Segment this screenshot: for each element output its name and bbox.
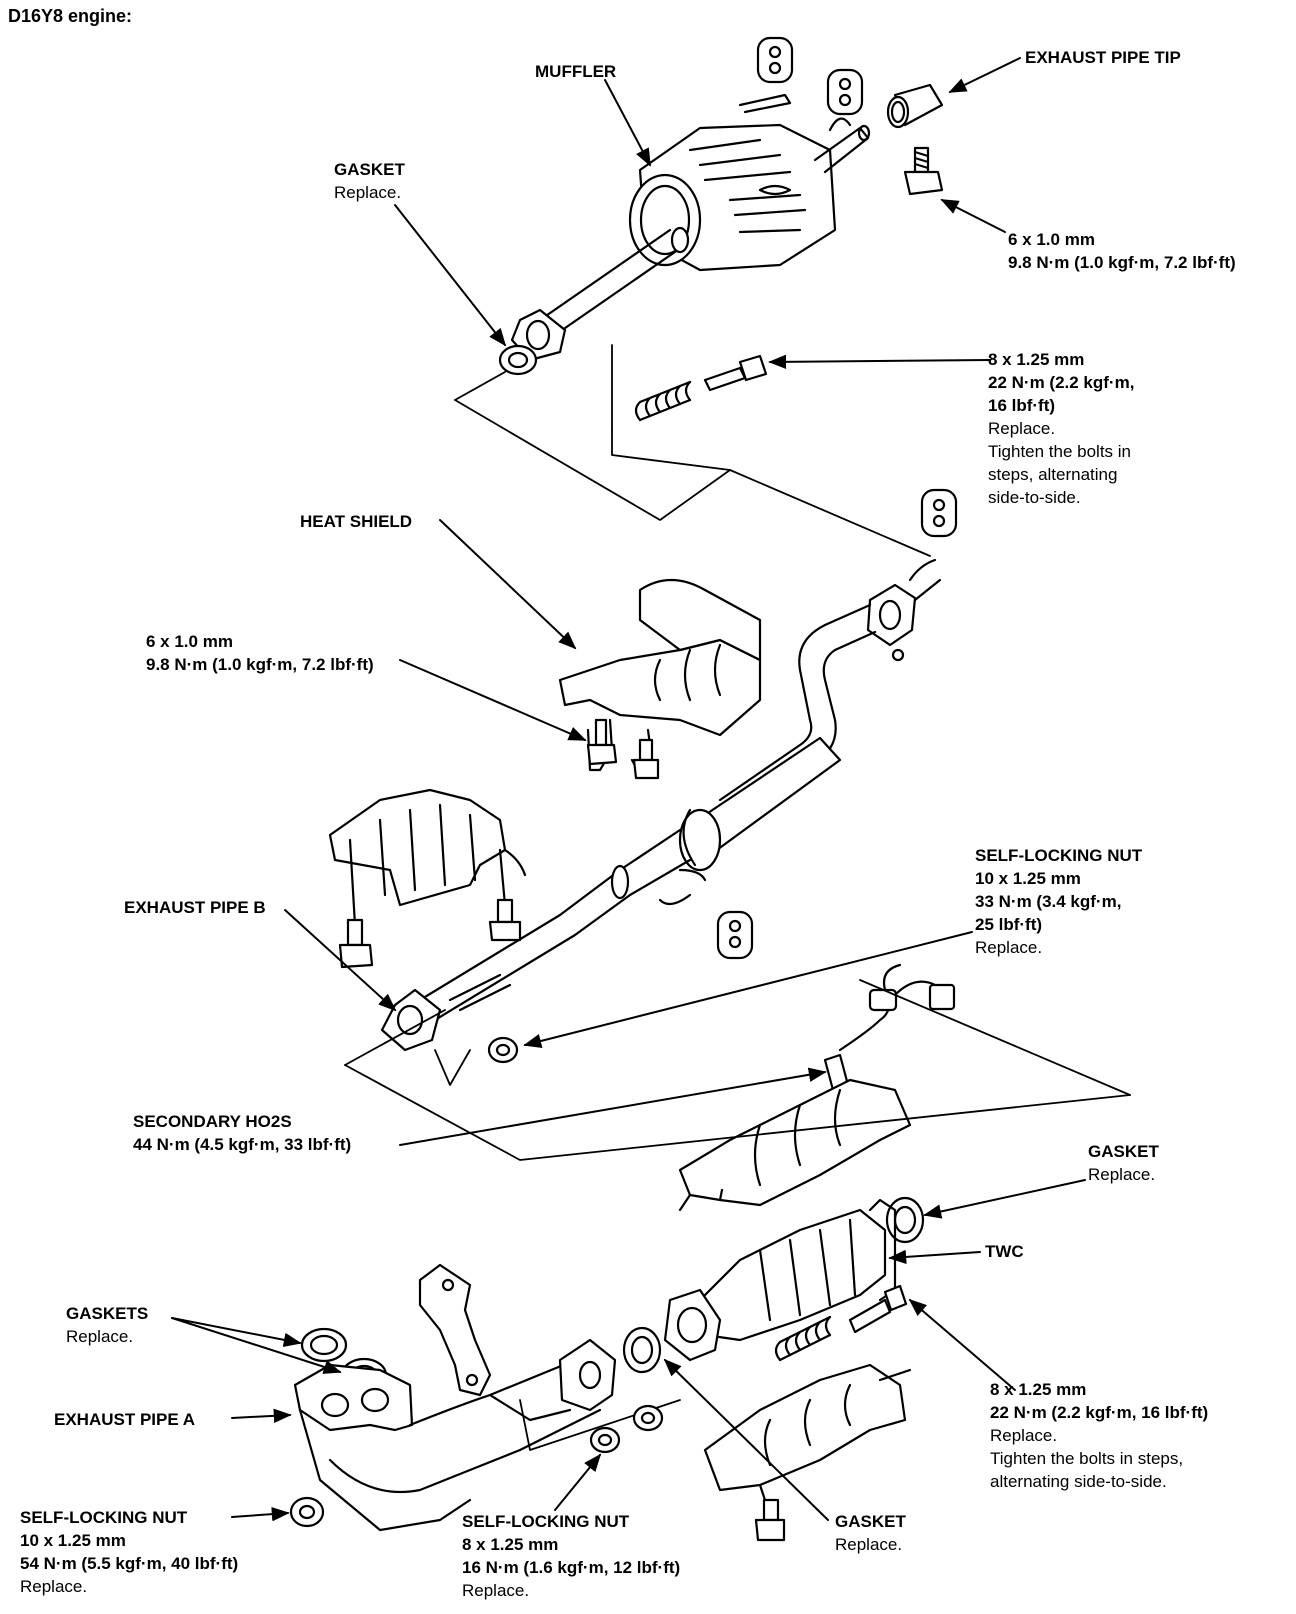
self-locking-nut-left [289,1496,325,1528]
gasket-left-1 [300,1327,348,1363]
bolt-lower-shield-2 [488,898,522,942]
arrow-nut-center [554,1453,602,1511]
bolt-6x1-top [903,146,944,196]
heat-shield-lower [328,788,527,927]
twc-converter [663,1198,897,1362]
arrow-exhaust-pipe-tip [948,57,1021,93]
leader-arrows [171,57,1086,1522]
label-exhaust-pipe-a: EXHAUST PIPE A [54,1410,196,1429]
label-exhaust-pipe-b: EXHAUST PIPE B [124,898,266,917]
guide-lines-mid [344,979,1131,1161]
guide-lines-top [454,344,931,557]
secondary-ho2s [823,963,956,1092]
bolt-bottom-shield [754,1498,786,1542]
arrow-ho2s [399,1067,827,1146]
rubber-hanger-4 [716,910,754,960]
muffler-group [510,93,871,362]
arrow-exhaust-pipe-b [284,909,397,1012]
bolt-6x1-mid-2 [632,738,660,780]
arrow-bolt-6x1-mid [399,659,587,741]
pipe-b-flange [866,558,942,662]
gasket-top [498,344,538,376]
arrow-gasket-top [394,204,507,347]
exhaust-pipe-tip [886,83,944,129]
label-self-locking-nut-mid: SELF-LOCKING NUT 10 x 1.25 mm 33 N·m (3.… [975,846,1143,957]
rubber-hanger-1 [756,36,794,84]
label-self-locking-nut-center: SELF-LOCKING NUT 8 x 1.25 mm 16 N·m (1.6… [462,1512,681,1600]
label-exhaust-pipe-tip: EXHAUST PIPE TIP [1025,48,1181,67]
arrow-nut-mid [523,931,973,1049]
arrow-bolt-8x125-bot [908,1298,1016,1391]
bolt-lower-shield-1 [338,918,374,969]
exhaust-pipe-b-body [418,603,877,1022]
arrow-gasket-right [923,1179,1086,1219]
label-self-locking-nut-left: SELF-LOCKING NUT 10 x 1.25 mm 54 N·m (5.… [20,1508,239,1596]
bolt-6x1-mid-1 [586,718,618,766]
arrow-gaskets-2 [171,1317,342,1374]
spring-bolt-top [634,354,768,422]
arrow-nut-left [231,1506,290,1522]
label-twc: TWC [985,1242,1024,1261]
arrow-bolt-6x1-top [940,199,1006,233]
label-bolt-8x125-top: 8 x 1.25 mm 22 N·m (2.2 kgf·m, 16 lbf·ft… [988,350,1135,507]
rubber-hanger-2 [826,68,864,116]
arrow-bolt-8x125-top [768,354,991,370]
self-locking-nut-mid [487,1036,519,1064]
label-muffler: MUFFLER [535,62,617,81]
page-title: D16Y8 engine: [8,6,133,26]
arrow-gasket-bottom [663,1358,829,1521]
arrow-exhaust-pipe-a [231,1408,292,1424]
spring-bolt-bottom [774,1284,908,1362]
label-bolt-8x125-bot: 8 x 1.25 mm 22 N·m (2.2 kgf·m, 16 lbf·ft… [990,1380,1209,1491]
gasket-right [885,1196,925,1244]
gasket-bottom [622,1326,662,1374]
self-locking-nut-center-2 [632,1404,664,1432]
arrow-gaskets-1 [171,1317,302,1347]
support-bracket [418,1263,492,1397]
label-heat-shield: HEAT SHIELD [300,512,413,531]
twc-heat-shield-upper [678,1078,912,1212]
exhaust-pipe-a-body [293,1338,681,1532]
self-locking-nut-center-1 [589,1426,621,1454]
heat-shield-upper [558,579,762,777]
rubber-hanger-3 [920,488,958,538]
arrow-heat-shield [439,519,577,650]
arrow-muffler [604,79,651,167]
pipe-b-lower-flange [380,988,442,1052]
arrow-twc [888,1249,981,1265]
twc-heat-shield-lower [703,1363,912,1502]
